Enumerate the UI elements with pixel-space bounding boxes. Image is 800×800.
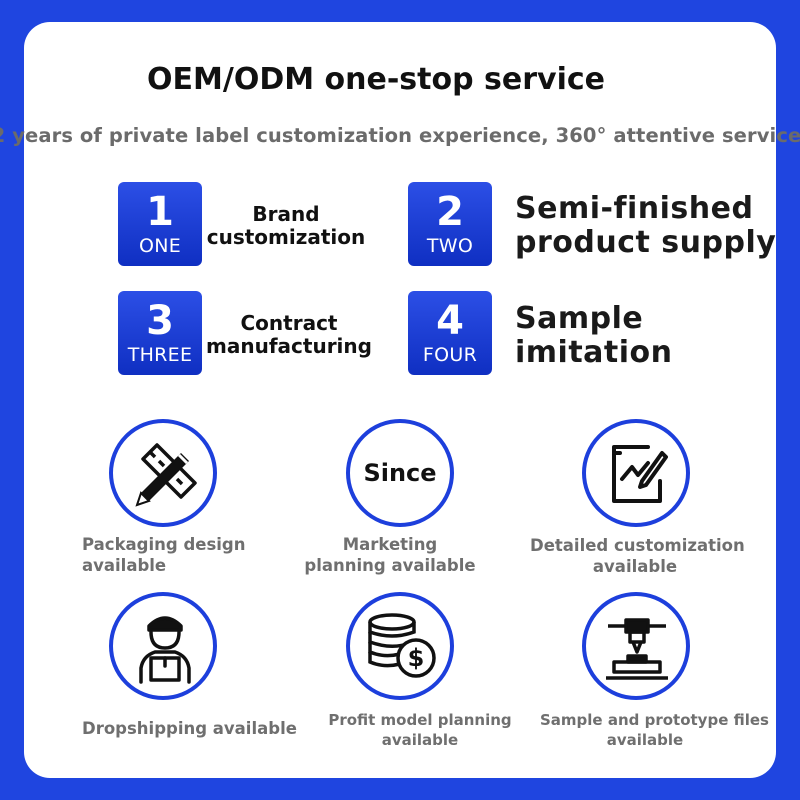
feature-label-line: Detailed customization (530, 536, 745, 555)
service-number-word: TWO (426, 235, 474, 257)
service-label-3: Contract manufacturing (204, 312, 374, 358)
feature-circle-packaging (109, 419, 217, 527)
feature-label-line: Dropshipping available (82, 719, 297, 738)
feature-label-line: available (592, 557, 678, 576)
feature-circle-customization (582, 419, 690, 527)
feature-label-customization: Detailed customization available (530, 535, 745, 577)
service-number-word: ONE (138, 235, 182, 257)
service-number: 2 (436, 189, 464, 235)
service-number-word: THREE (127, 344, 193, 366)
feature-label-line: Marketing (342, 535, 438, 554)
service-label-1: Brand customization (203, 203, 369, 249)
feature-circle-profit: $ (346, 592, 454, 700)
feature-circle-marketing: Since (346, 419, 454, 527)
pencil-ruler-icon (135, 443, 197, 507)
service-label-line: Sample (515, 301, 644, 336)
service-label-line: manufacturing (206, 334, 372, 358)
page-title: OEM/ODM one-stop service (147, 62, 605, 97)
service-number-word: FOUR (422, 344, 478, 366)
feature-circle-prototype (582, 592, 690, 700)
service-label-4: Sample imitation (515, 302, 673, 370)
service-badge-3: 3 THREE (118, 291, 202, 375)
service-label-line: Brand (252, 202, 320, 226)
service-badge-4: 4 FOUR (408, 291, 492, 375)
delivery-person-icon (139, 616, 191, 684)
feature-label-line: available (82, 556, 167, 575)
feature-label-line: Packaging design (82, 535, 246, 554)
coins-dollar-icon: $ (368, 613, 436, 678)
service-number: 3 (146, 298, 174, 344)
feature-label-line: Profit model planning (328, 711, 512, 729)
feature-label-line: planning available (304, 556, 476, 575)
service-label-2: Semi-finished product supply (515, 192, 776, 260)
feature-label-profit: Profit model planning available (320, 710, 520, 750)
service-number: 1 (146, 189, 174, 235)
svg-text:$: $ (408, 644, 425, 672)
service-label-line: product supply (515, 225, 777, 260)
feature-label-line: available (381, 731, 459, 749)
service-badge-1: 1 ONE (118, 182, 202, 266)
feature-circle-dropshipping (109, 592, 217, 700)
service-label-line: Semi-finished (515, 191, 754, 226)
page-subtitle: 12 years of private label customization … (0, 124, 800, 147)
feature-label-dropshipping: Dropshipping available (82, 718, 297, 739)
feature-label-line: Sample and prototype files (540, 711, 769, 729)
service-number: 4 (436, 298, 464, 344)
service-label-line: imitation (515, 335, 673, 370)
service-badge-2: 2 TWO (408, 182, 492, 266)
feature-label-prototype: Sample and prototype files available (540, 710, 769, 750)
feature-label-line: available (606, 731, 684, 749)
since-icon-text: Since (363, 459, 437, 487)
feature-label-marketing: Marketing planning available (300, 534, 480, 576)
service-label-line: customization (206, 225, 366, 249)
3d-printer-icon (606, 618, 668, 680)
service-label-line: Contract (240, 311, 338, 335)
feature-label-packaging: Packaging design available (82, 534, 245, 576)
chart-edit-icon (612, 445, 668, 503)
